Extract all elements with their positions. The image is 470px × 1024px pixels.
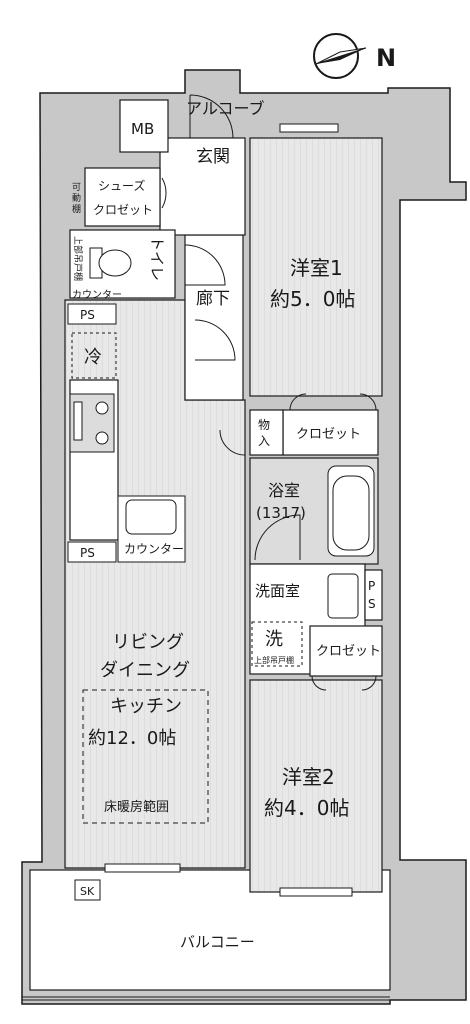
washroom-label: 洗面室 — [255, 582, 300, 600]
hallway-floor — [184, 234, 244, 401]
ldk-label-1: リビング — [112, 632, 184, 653]
counter-small-label: カウンター — [72, 289, 122, 301]
storage-label-1: 物 — [258, 418, 270, 432]
bedroom1-floor — [249, 137, 383, 397]
bedroom2-name: 洋室2 — [282, 765, 335, 789]
washer-cabinet-label: 上部吊戸棚 — [254, 655, 294, 665]
ldk-label-2: ダイニング — [100, 660, 190, 681]
hallway-label: 廊下 — [196, 289, 230, 309]
door-closet2-right — [361, 675, 377, 691]
movable-shelf-label-1: 可 — [72, 182, 81, 193]
ps-right — [364, 569, 383, 621]
toilet-icon — [89, 247, 132, 279]
washer-box — [251, 621, 303, 667]
stove-icon — [69, 393, 115, 453]
bedroom2-size: 約4．0帖 — [264, 796, 349, 820]
movable-shelf-label-3: 棚 — [72, 203, 81, 215]
bath-size: (1317) — [256, 504, 306, 522]
movable-shelf-label-2: 動 — [72, 193, 81, 204]
storage-room — [249, 409, 284, 456]
ps-top-label: PS — [80, 308, 95, 322]
refrigerator-label: 冷 — [84, 347, 102, 368]
storage-label-2: 入 — [258, 434, 270, 448]
ps-right-label-1: P — [368, 579, 375, 593]
toilet-label: トイレ — [148, 236, 166, 281]
ps-top-box — [67, 303, 117, 325]
labels: アルコーブ MB 玄関 シューズ クロゼット 可 動 棚 上部吊戸棚 トイレ カ… — [72, 99, 381, 951]
entrance-label: 玄関 — [196, 147, 230, 167]
compass-letter: N — [376, 44, 396, 72]
bathtub-icon — [327, 465, 375, 557]
door-closet2-left — [311, 675, 327, 691]
entrance-floor — [159, 137, 246, 236]
sk-label: SK — [80, 885, 95, 898]
counter-kitchen-label: カウンター — [124, 542, 184, 556]
door-toilet — [184, 244, 226, 286]
bath-name: 浴室 — [268, 481, 300, 500]
floor-heating-area — [82, 689, 209, 824]
sk-box — [74, 879, 101, 901]
door-entrance — [189, 94, 234, 139]
mb-label: MB — [131, 120, 154, 138]
door-closet1-left — [289, 393, 307, 411]
washer-label: 洗 — [265, 629, 283, 650]
shoe-closet — [84, 167, 161, 227]
windows — [104, 123, 353, 897]
closet2-room — [309, 625, 383, 677]
closet2-label: クロゼット — [316, 644, 381, 659]
floor-heating-label: 床暖房範囲 — [104, 799, 169, 815]
compass-icon: N — [313, 33, 396, 79]
door-storage — [219, 429, 246, 456]
ps-right-label-2: S — [368, 597, 376, 611]
bedroom1-name: 洋室1 — [290, 256, 343, 280]
closet1-label: クロゼット — [296, 427, 361, 442]
door-shoe-closet — [161, 177, 167, 209]
shoe-closet-label-2: クロゼット — [93, 203, 153, 217]
refrigerator-box — [71, 332, 117, 379]
ps-kitchen-label: PS — [80, 546, 95, 560]
ldk-label-3: キッチン — [110, 696, 182, 717]
kitchen-sink — [125, 499, 177, 535]
shoe-closet-label-1: シューズ — [98, 178, 145, 193]
upper-cabinet-label: 上部吊戸棚 — [72, 236, 84, 281]
bedroom1-size: 約5．0帖 — [270, 287, 355, 311]
door-closet1-right — [359, 393, 377, 411]
ldk-size: 約12．0帖 — [88, 728, 176, 749]
door-bath — [254, 514, 301, 561]
closet1-room — [282, 409, 379, 456]
wash-basin-icon — [327, 573, 359, 619]
mb-room — [119, 99, 169, 153]
doors — [161, 94, 377, 691]
ps-kitchen-box — [67, 541, 117, 563]
alcove-label: アルコーブ — [186, 99, 265, 118]
door-hallway — [194, 319, 236, 361]
balcony-label: バルコニー — [180, 933, 255, 951]
